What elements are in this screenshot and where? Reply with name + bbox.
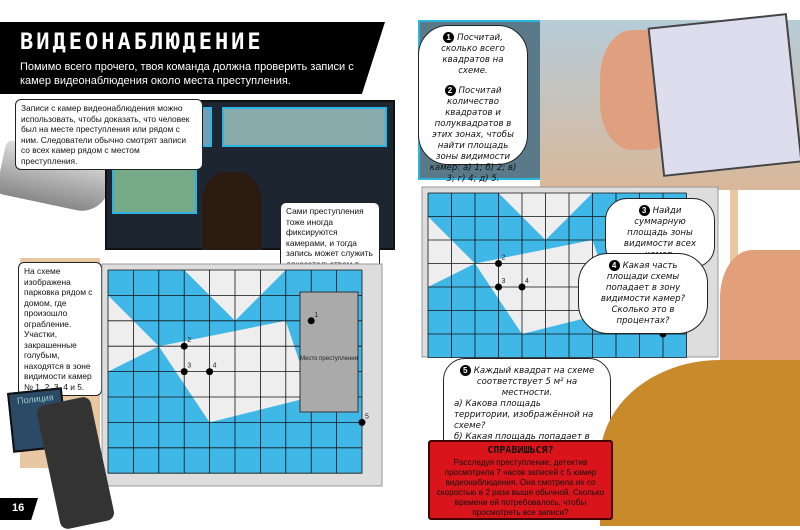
caption-map-info: На схеме изображена парковка рядом с дом… xyxy=(18,262,102,396)
intro-text: Помимо всего прочего, твоя команда должн… xyxy=(20,61,354,87)
camera-label: 3 xyxy=(502,278,506,285)
question-text: Какая часть площади схемы попадает в зон… xyxy=(600,261,686,326)
camera-marker xyxy=(358,418,366,426)
map-sheet xyxy=(647,13,800,177)
boy-illustration xyxy=(600,360,800,526)
challenge-box: СПРАВИШЬСЯ? Расследуя преступление, дете… xyxy=(428,440,613,520)
monitor-screen xyxy=(222,107,387,147)
camera-label: 5 xyxy=(365,413,369,420)
question-text: Посчитай, сколько всего квадратов на схе… xyxy=(441,33,505,76)
camera-marker xyxy=(180,368,188,376)
crime-house xyxy=(299,291,359,413)
crime-scene-label: Место преступления xyxy=(300,356,358,362)
camera-label: 4 xyxy=(525,278,529,285)
person-illustration xyxy=(720,250,800,370)
question-text: Каждый квадрат на схеме соответствует 5 … xyxy=(473,366,595,398)
camera-label: 2 xyxy=(187,337,191,344)
question-number: 1 xyxy=(443,32,455,43)
camera-marker xyxy=(518,283,526,291)
detective-illustration xyxy=(540,13,800,190)
question-number: 4 xyxy=(608,260,620,271)
page-title: ВИДЕОНАБЛЮДЕНИЕ xyxy=(20,30,264,55)
camera-marker xyxy=(180,342,188,350)
camera-label: 1 xyxy=(314,312,318,319)
caption-cctv-info: Записи с камер видеонаблюдения можно исп… xyxy=(15,99,203,170)
camera-label: 4 xyxy=(213,363,217,370)
camera-label: 2 xyxy=(502,255,506,262)
person-illustration xyxy=(202,172,262,250)
question-sub-a: а) Какова площадь территории, изображённ… xyxy=(454,399,594,431)
camera-label: 3 xyxy=(187,363,191,370)
camera-marker xyxy=(307,317,315,325)
parking-map-left: Место преступления 1 2 3 4 5 xyxy=(101,263,383,487)
question-text: Найди суммарную площадь зоны видимости в… xyxy=(623,206,697,260)
title-banner xyxy=(0,22,385,94)
question-number: 3 xyxy=(638,205,650,216)
camera-marker xyxy=(206,368,214,376)
question-number: 5 xyxy=(459,365,471,376)
page-number: 16 xyxy=(0,498,38,520)
challenge-title: СПРАВИШЬСЯ? xyxy=(487,445,554,456)
question-text: Посчитай количество квадратов и полуквад… xyxy=(429,86,517,184)
question-number: 2 xyxy=(444,85,456,96)
camera-marker xyxy=(495,283,502,291)
challenge-text: Расследуя преступление, детектив просмот… xyxy=(436,458,605,517)
camera-marker xyxy=(495,260,502,267)
